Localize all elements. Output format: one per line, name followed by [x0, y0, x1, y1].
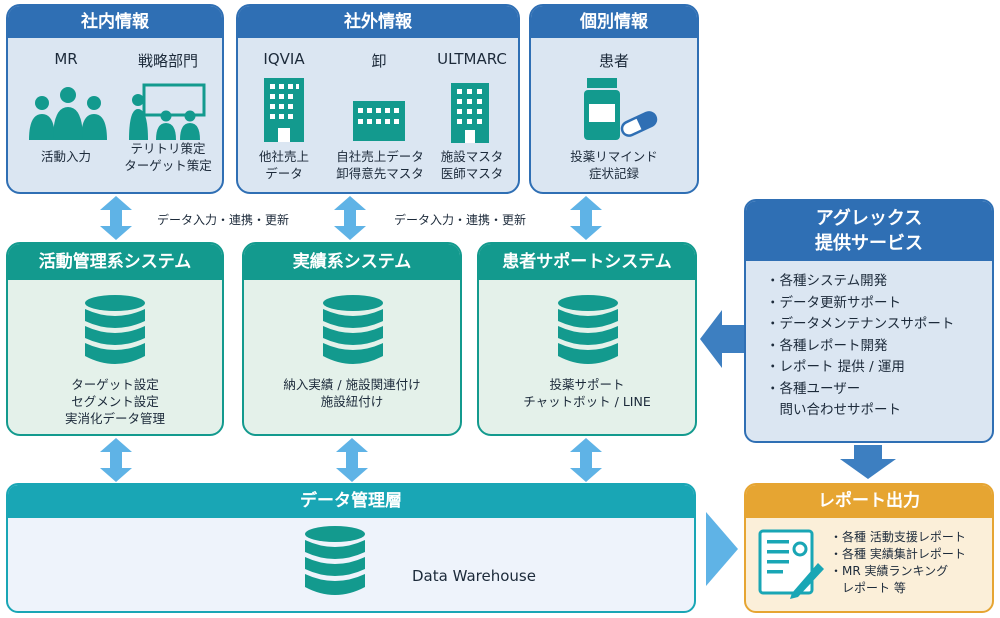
sync-arrow-6	[570, 438, 602, 482]
strategy-heading: 戦略部門	[137, 52, 198, 70]
wholesaler-heading: 卸	[371, 52, 387, 70]
strategy-caption-line: テリトリ策定	[130, 141, 206, 156]
external-info-panel: 社外情報 IQVIA 卸 ULTMARC 他社売上 データ	[236, 4, 520, 194]
sync-arrow-4	[100, 438, 132, 482]
sync-arrow-3	[570, 196, 602, 240]
database-icon	[323, 295, 383, 364]
ultmarc-heading: ULTMARC	[437, 50, 507, 68]
services-to-systems-arrow	[700, 310, 744, 368]
internal-info-title: 社内情報	[8, 6, 222, 38]
report-item: ・各種 実績集計レポート	[830, 547, 966, 561]
data-layer-panel: データ管理層 Data Warehouse	[6, 483, 696, 613]
system-caption-line: 納入実績 / 施設関連付け	[283, 377, 421, 392]
services-list: ・各種システム開発 ・データ更新サポート ・データメンテナンスサポート ・各種レ…	[766, 271, 954, 422]
ultmarc-caption: 施設マスタ 医師マスタ	[424, 148, 518, 182]
output-arrow	[706, 512, 738, 586]
services-item: ・データメンテナンスサポート	[766, 316, 955, 332]
sync-arrow-2	[334, 196, 366, 240]
services-item: ・データ更新サポート	[766, 294, 901, 311]
mr-caption-line: 活動入力	[40, 149, 91, 164]
system-caption-line: 投薬サポート	[549, 377, 625, 392]
mr-heading: MR	[54, 50, 78, 68]
services-to-report-arrow	[840, 445, 896, 479]
warehouse-icon	[353, 101, 405, 141]
wholesaler-caption-line: 卸得意先マスタ	[336, 166, 424, 181]
wholesaler-caption: 自社売上データ 卸得意先マスタ	[320, 148, 440, 182]
patient-caption-line: 症状記録	[588, 166, 639, 181]
individual-info-title: 個別情報	[531, 6, 697, 38]
sync-arrow-1	[100, 196, 132, 240]
iqvia-caption-line: データ	[265, 166, 303, 181]
services-title-line: 提供サービス	[815, 233, 923, 254]
system-title: 患者サポートシステム	[479, 244, 695, 280]
mr-caption: 活動入力	[26, 148, 106, 165]
iqvia-caption-line: 他社売上	[258, 149, 309, 164]
services-item: ・各種レポート開発	[766, 337, 888, 354]
system-caption-line: セグメント設定	[71, 394, 159, 409]
ultmarc-caption-line: 医師マスタ	[440, 166, 504, 181]
patient-heading: 患者	[598, 52, 629, 70]
data-layer-title: データ管理層	[8, 485, 694, 518]
system-caption: ターゲット設定 セグメント設定 実消化データ管理	[8, 376, 222, 427]
report-panel: レポート出力 ・各種 活動支援レポート ・各種 実績集計レポート ・MR 実績ラ…	[744, 483, 994, 613]
people-group-icon	[29, 87, 107, 140]
database-icon	[558, 295, 618, 364]
report-item: ・MR 実績ランキング	[830, 564, 949, 578]
system-caption-line: ターゲット設定	[71, 377, 159, 392]
system-title: 活動管理系システム	[8, 244, 222, 280]
ultmarc-caption-line: 施設マスタ	[440, 149, 504, 164]
database-icon	[305, 526, 365, 595]
medicine-bottle-icon	[584, 78, 658, 140]
report-title: レポート出力	[746, 485, 992, 518]
system-caption-line: チャットボット / LINE	[523, 394, 651, 409]
flow-note-left: データ入力・連携・更新	[157, 213, 290, 227]
system-caption-line: 施設紐付け	[320, 394, 384, 409]
patient-support-system-panel: 患者サポートシステム 投薬サポート チャットボット / LINE	[477, 242, 697, 436]
iqvia-heading: IQVIA	[263, 50, 305, 68]
system-title: 実績系システム	[244, 244, 460, 280]
report-item: レポート 等	[830, 581, 906, 595]
office-building-icon	[264, 78, 304, 142]
services-item: 問い合わせサポート	[766, 402, 901, 418]
services-item: ・各種システム開発	[766, 273, 888, 289]
services-item: ・各種ユーザー	[766, 380, 861, 397]
presentation-icon	[129, 83, 206, 140]
system-caption-line: 実消化データ管理	[64, 411, 165, 426]
individual-info-panel: 個別情報 患者 投薬リマインド 症状記録	[529, 4, 699, 194]
services-title: アグレックス 提供サービス	[746, 201, 992, 261]
report-list: ・各種 活動支援レポート ・各種 実績集計レポート ・MR 実績ランキング レポ…	[830, 529, 966, 597]
strategy-caption: テリトリ策定 ターゲット策定	[110, 140, 222, 174]
internal-info-panel: 社内情報 MR 戦略部門 活動入力 テリトリ策定 ターゲット策定	[6, 4, 224, 194]
external-info-title: 社外情報	[238, 6, 518, 38]
system-caption: 納入実績 / 施設関連付け 施設紐付け	[244, 376, 460, 410]
sync-arrow-5	[336, 438, 368, 482]
services-item: ・レポート 提供 / 運用	[766, 359, 905, 375]
wholesaler-caption-line: 自社売上データ	[336, 149, 424, 164]
strategy-caption-line: ターゲット策定	[124, 158, 212, 173]
patient-caption-line: 投薬リマインド	[570, 149, 658, 164]
patient-caption: 投薬リマインド 症状記録	[531, 148, 697, 182]
hospital-building-icon	[451, 83, 489, 143]
report-document-icon	[758, 529, 824, 599]
performance-system-panel: 実績系システム 納入実績 / 施設関連付け 施設紐付け	[242, 242, 462, 436]
services-panel: アグレックス 提供サービス ・各種システム開発 ・データ更新サポート ・データメ…	[744, 199, 994, 443]
database-icon	[85, 295, 145, 364]
activity-system-panel: 活動管理系システム ターゲット設定 セグメント設定 実消化データ管理	[6, 242, 224, 436]
report-item: ・各種 活動支援レポート	[830, 530, 966, 544]
iqvia-caption: 他社売上 データ	[238, 148, 330, 182]
services-title-line: アグレックス	[815, 208, 923, 229]
flow-note-right: データ入力・連携・更新	[394, 213, 527, 227]
system-caption: 投薬サポート チャットボット / LINE	[479, 376, 695, 410]
data-warehouse-label: Data Warehouse	[412, 567, 536, 585]
